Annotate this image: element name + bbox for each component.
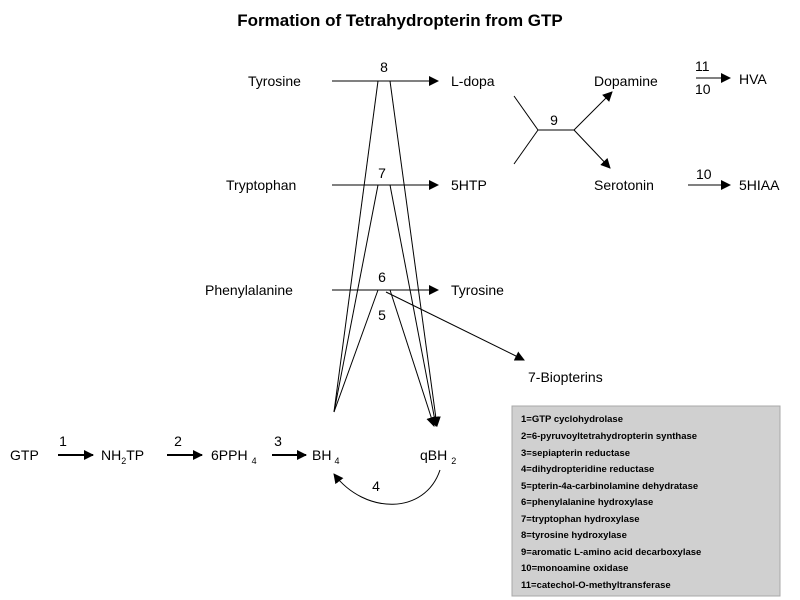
cofactor-arrow-8-qbh2 bbox=[389, 80, 441, 427]
step-label-9: 9 bbox=[550, 112, 558, 128]
cofactor-line-bh4-7 bbox=[333, 184, 379, 413]
step-label-11: 11 bbox=[695, 58, 710, 74]
node-tyrosine-mid: Tyrosine bbox=[451, 282, 504, 298]
step-label-3: 3 bbox=[274, 433, 282, 449]
step-label-10-dopamine: 10 bbox=[695, 81, 711, 97]
enzyme-legend: 1=GTP cyclohydrolase 2=6-pyruvoyltetrahy… bbox=[521, 414, 701, 591]
arrow-to-serotonin bbox=[573, 129, 611, 169]
step9-line-5htp bbox=[513, 129, 539, 165]
cofactor-arrow-6-qbh2 bbox=[389, 289, 436, 427]
enzyme-legend-box bbox=[511, 405, 781, 597]
legend-item-11: 11=catechol-O-methyltransferase bbox=[521, 580, 671, 591]
legend-item-6: 6=phenylalanine hydroxylase bbox=[521, 497, 653, 508]
arrow-qbh2-bh4-recycle bbox=[333, 469, 441, 505]
legend-item-8: 8=tyrosine hydroxylase bbox=[521, 530, 627, 541]
node-nh2tp: NH2TP bbox=[101, 447, 144, 466]
arrow-to-dopamine bbox=[573, 91, 613, 131]
legend-item-4: 4=dihydropteridine reductase bbox=[521, 464, 654, 475]
step-label-5: 5 bbox=[378, 307, 386, 323]
step-label-8: 8 bbox=[380, 59, 388, 75]
node-ldopa: L-dopa bbox=[451, 73, 495, 89]
step-label-6: 6 bbox=[378, 269, 386, 285]
node-hva: HVA bbox=[739, 71, 767, 87]
legend-item-5: 5=pterin-4a-carbinolamine dehydratase bbox=[521, 481, 698, 492]
step9-line-ldopa bbox=[513, 95, 539, 131]
node-7-biopterins: 7-Biopterins bbox=[528, 369, 603, 385]
legend-item-1: 1=GTP cyclohydrolase bbox=[521, 414, 623, 425]
node-tryptophan: Tryptophan bbox=[226, 177, 296, 193]
step-label-4: 4 bbox=[372, 478, 380, 494]
node-serotonin: Serotonin bbox=[594, 177, 654, 193]
cofactor-arrow-7-qbh2 bbox=[389, 184, 440, 427]
node-phenylalanine: Phenylalanine bbox=[205, 282, 293, 298]
arrow-to-biopterins bbox=[385, 291, 525, 361]
legend-item-9: 9=aromatic L-amino acid decarboxylase bbox=[521, 547, 701, 558]
step-label-7: 7 bbox=[378, 165, 386, 181]
node-5hiaa: 5HIAA bbox=[739, 177, 780, 193]
node-tyrosine-top: Tyrosine bbox=[248, 73, 301, 89]
cofactor-line-bh4-8 bbox=[333, 80, 379, 413]
legend-item-7: 7=tryptophan hydroxylase bbox=[521, 514, 640, 525]
legend-item-10: 10=monoamine oxidase bbox=[521, 563, 628, 574]
node-5htp: 5HTP bbox=[451, 177, 487, 193]
legend-item-2: 2=6-pyruvoyltetrahydropterin synthase bbox=[521, 431, 697, 442]
step-label-1: 1 bbox=[59, 433, 67, 449]
step-label-10: 10 bbox=[696, 166, 712, 182]
node-gtp: GTP bbox=[10, 447, 39, 463]
legend-item-3: 3=sepiapterin reductase bbox=[521, 448, 630, 459]
diagram-title: Formation of Tetrahydropterin from GTP bbox=[237, 11, 563, 30]
cofactor-line-bh4-6 bbox=[333, 289, 379, 413]
node-dopamine: Dopamine bbox=[594, 73, 658, 89]
step-label-2: 2 bbox=[174, 433, 182, 449]
